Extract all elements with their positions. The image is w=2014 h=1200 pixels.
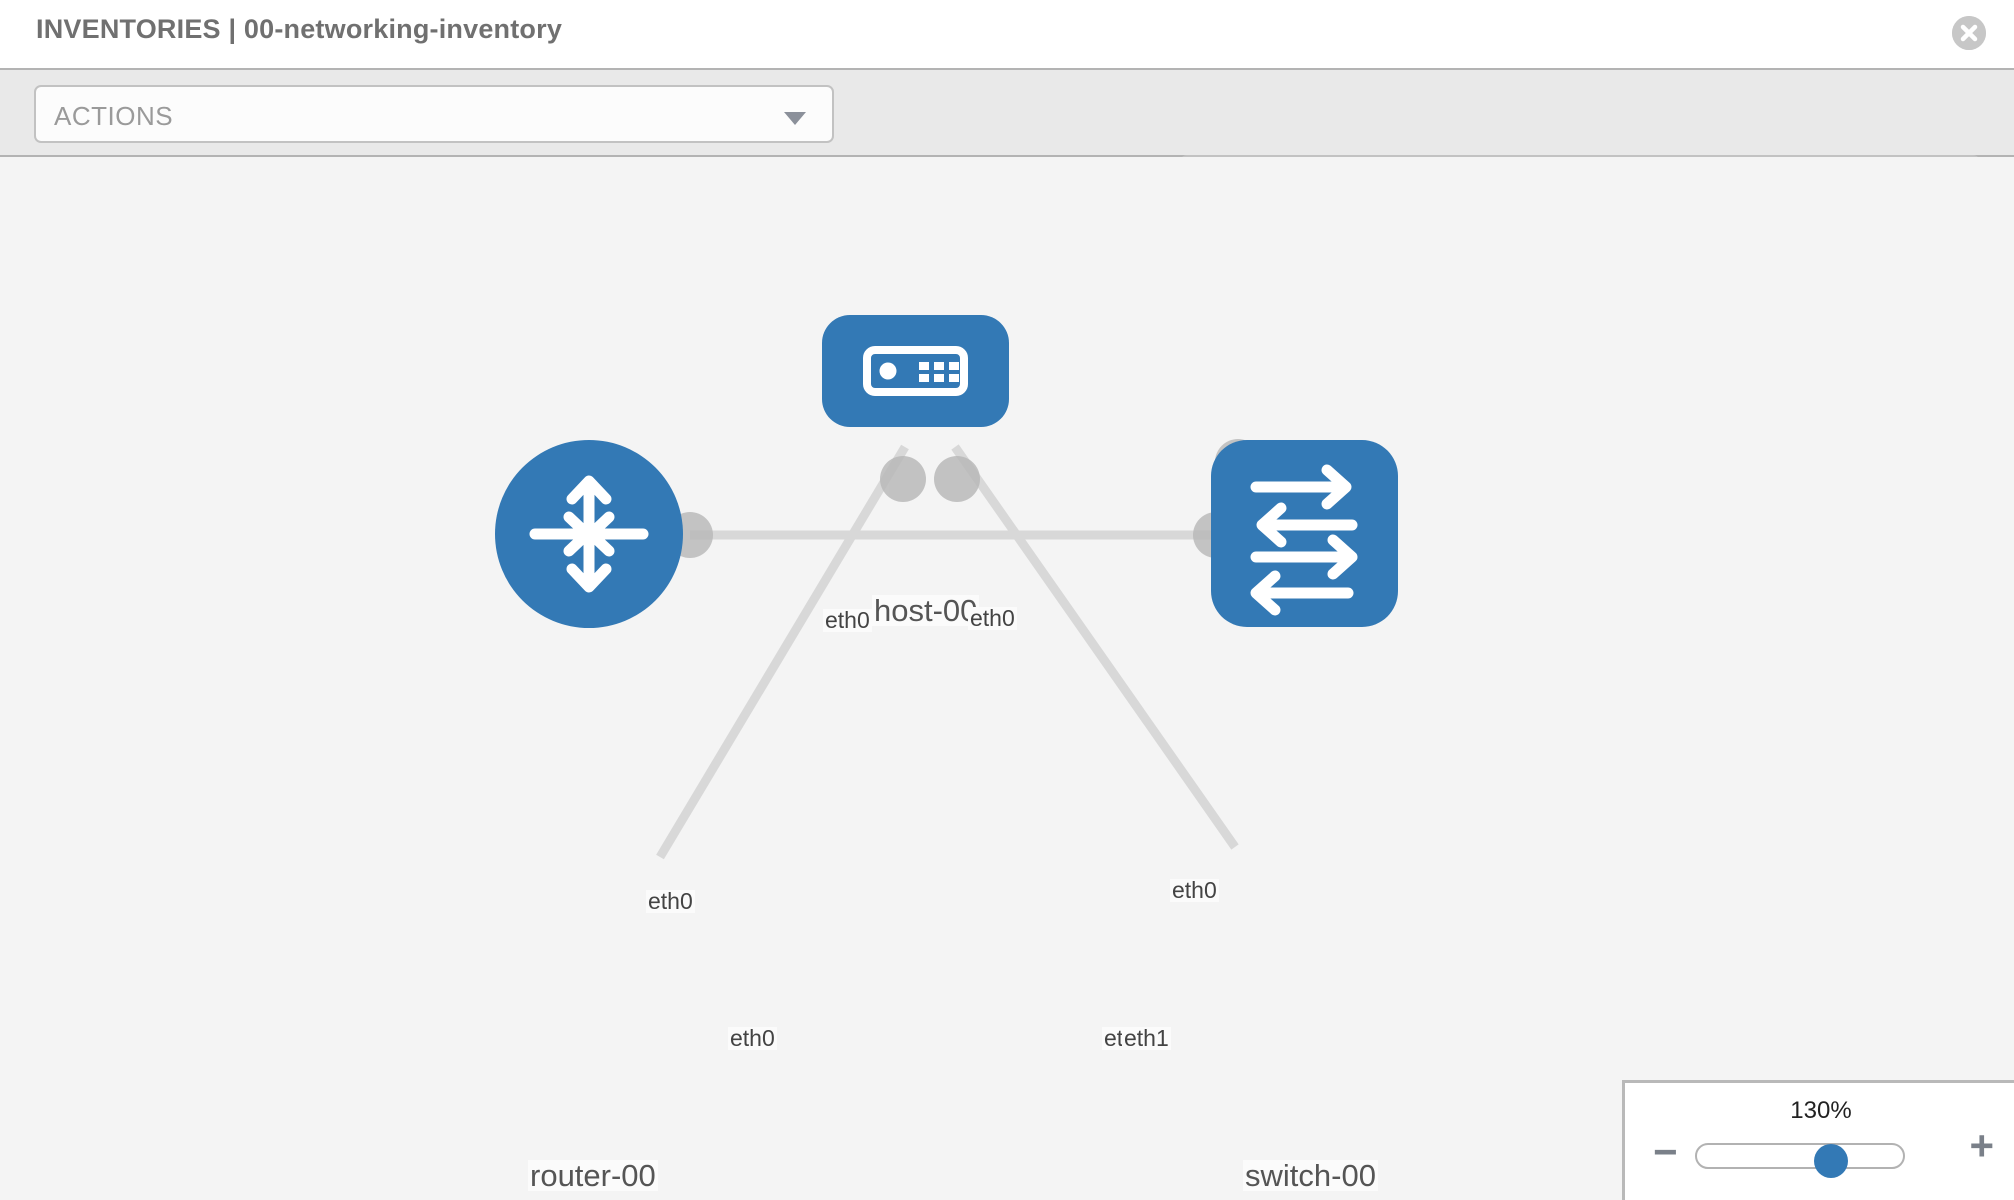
edge-label-host00-switch00-near: eth0	[968, 605, 1017, 631]
server-host-icon	[863, 346, 968, 396]
edge-label-host00-switch00-far: eth0	[1170, 877, 1219, 903]
actions-dropdown-label: ACTIONS	[54, 101, 174, 131]
router-arrows-icon	[529, 475, 649, 593]
edge-label-router00-switch00-near: eth0	[728, 1025, 777, 1051]
zoom-control-panel: 130% − +	[1622, 1080, 2014, 1200]
zoom-percent-label: 130%	[1790, 1097, 1852, 1124]
actions-dropdown[interactable]: ACTIONS	[34, 85, 834, 143]
node-label-switch-00: switch-00	[1243, 1158, 1378, 1193]
switch-arrows-icon	[1250, 464, 1358, 616]
zoom-slider-thumb[interactable]	[1814, 1144, 1848, 1178]
node-label-host-00: host-00	[872, 593, 980, 628]
edge-host00-switch00	[951, 444, 1239, 850]
node-switch-00	[1211, 440, 1398, 627]
edge-host00-router00	[656, 444, 909, 860]
node-host-00	[822, 315, 1009, 427]
edge-label-router00-switch00-far: eth1	[1122, 1025, 1171, 1051]
node-router-00	[495, 440, 683, 628]
page-header: INVENTORIES | 00-networking-inventory	[0, 0, 2014, 68]
page-title: INVENTORIES | 00-networking-inventory	[36, 14, 563, 44]
zoom-slider-track[interactable]	[1695, 1143, 1905, 1169]
node-label-router-00: router-00	[528, 1158, 658, 1193]
chevron-down-icon	[784, 112, 806, 125]
zoom-in-button[interactable]: +	[1969, 1122, 1994, 1169]
edge-label-host00-router00-near: eth0	[823, 607, 872, 633]
toolbar: ACTIONS SEARCH	[0, 68, 2014, 213]
close-icon[interactable]	[1952, 16, 1986, 50]
topology-graph	[495, 315, 1398, 860]
zoom-out-button[interactable]: −	[1653, 1128, 1678, 1175]
edge-label-host00-router00-far: eth0	[646, 888, 695, 914]
topology-canvas[interactable]: host-00 router-00 switch-00 eth0 eth0 et…	[0, 157, 2014, 1200]
